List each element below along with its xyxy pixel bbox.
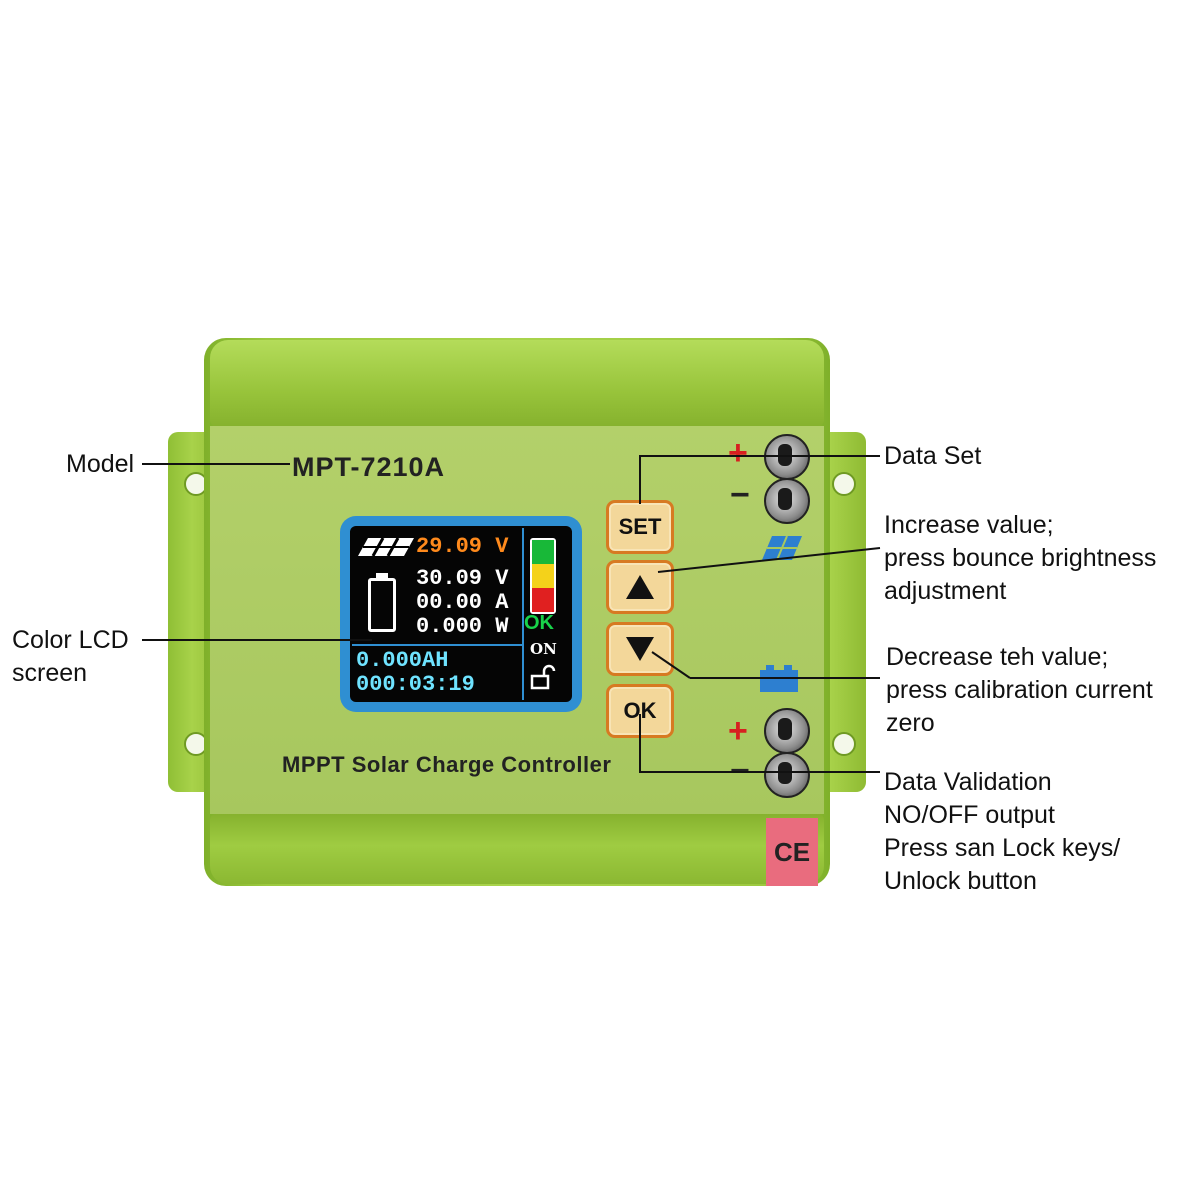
decrease-callout-line: zero [886, 709, 935, 737]
plus-sign: + [728, 712, 748, 750]
lcd-divider [352, 644, 522, 646]
battery-icon [368, 573, 396, 632]
lcd-screen: 29.09 V 30.09 V 00.00 A 0.000 W 0.000AH … [350, 526, 572, 702]
lcd-callout-line: screen [12, 659, 88, 687]
decrease-callout-line: Decrease teh value; [886, 643, 1109, 671]
lcd-divider [522, 528, 524, 700]
plus-sign: + [728, 434, 748, 472]
status-text: OK [524, 612, 554, 634]
minus-sign: − [730, 752, 750, 790]
top-rail [210, 340, 824, 426]
lcd-callout-line: Color LCD [12, 626, 129, 654]
validation-callout-line: Unlock button [884, 867, 1037, 895]
increase-callout: Increase value; press bounce brightness … [884, 509, 1156, 608]
solar-positive-terminal[interactable] [764, 434, 810, 480]
set-button[interactable]: SET [606, 500, 674, 554]
validation-callout-line: NO/OFF output [884, 801, 1055, 829]
mounting-hole [832, 472, 856, 496]
output-state: ON [530, 640, 557, 658]
ok-button[interactable]: OK [606, 684, 674, 738]
lcd-callout: Color LCD screen [12, 624, 129, 690]
time-reading: 000:03:19 [356, 672, 475, 697]
down-arrow-icon [626, 637, 654, 661]
validation-callout-line: Data Validation [884, 768, 1052, 796]
model-callout: Model [66, 450, 135, 478]
ce-mark: CE [766, 818, 818, 886]
battery-positive-terminal[interactable] [764, 708, 810, 754]
level-bar-icon [530, 538, 556, 614]
input-voltage: 29.09 V [416, 534, 509, 559]
validation-callout: Data Validation NO/OFF output Press san … [884, 766, 1120, 898]
decrease-callout-line: press calibration current [886, 676, 1153, 704]
solar-panel-icon [358, 538, 414, 556]
increase-callout-line: press bounce brightness [884, 544, 1157, 572]
decrease-callout: Decrease teh value; press calibration cu… [886, 641, 1153, 740]
data-set-callout: Data Set [884, 442, 982, 470]
bottom-rail [210, 814, 824, 884]
up-arrow-icon [626, 575, 654, 599]
mounting-hole [832, 732, 856, 756]
capacity-reading: 0.000AH [356, 648, 449, 673]
battery-negative-terminal[interactable] [764, 752, 810, 798]
increase-callout-line: adjustment [884, 577, 1007, 605]
output-voltage: 30.09 V [416, 566, 509, 591]
solar-panel-icon [762, 536, 802, 560]
model-number: MPT-7210A [292, 452, 446, 482]
down-button[interactable] [606, 622, 674, 676]
output-power: 0.000 W [416, 614, 509, 639]
output-current: 00.00 A [416, 590, 509, 615]
minus-sign: − [730, 476, 750, 514]
up-button[interactable] [606, 560, 674, 614]
solar-negative-terminal[interactable] [764, 478, 810, 524]
unlock-icon [530, 664, 556, 690]
battery-icon [760, 665, 798, 692]
product-name: MPPT Solar Charge Controller [282, 752, 612, 777]
increase-callout-line: Increase value; [884, 511, 1054, 539]
validation-callout-line: Press san Lock keys/ [884, 834, 1121, 862]
